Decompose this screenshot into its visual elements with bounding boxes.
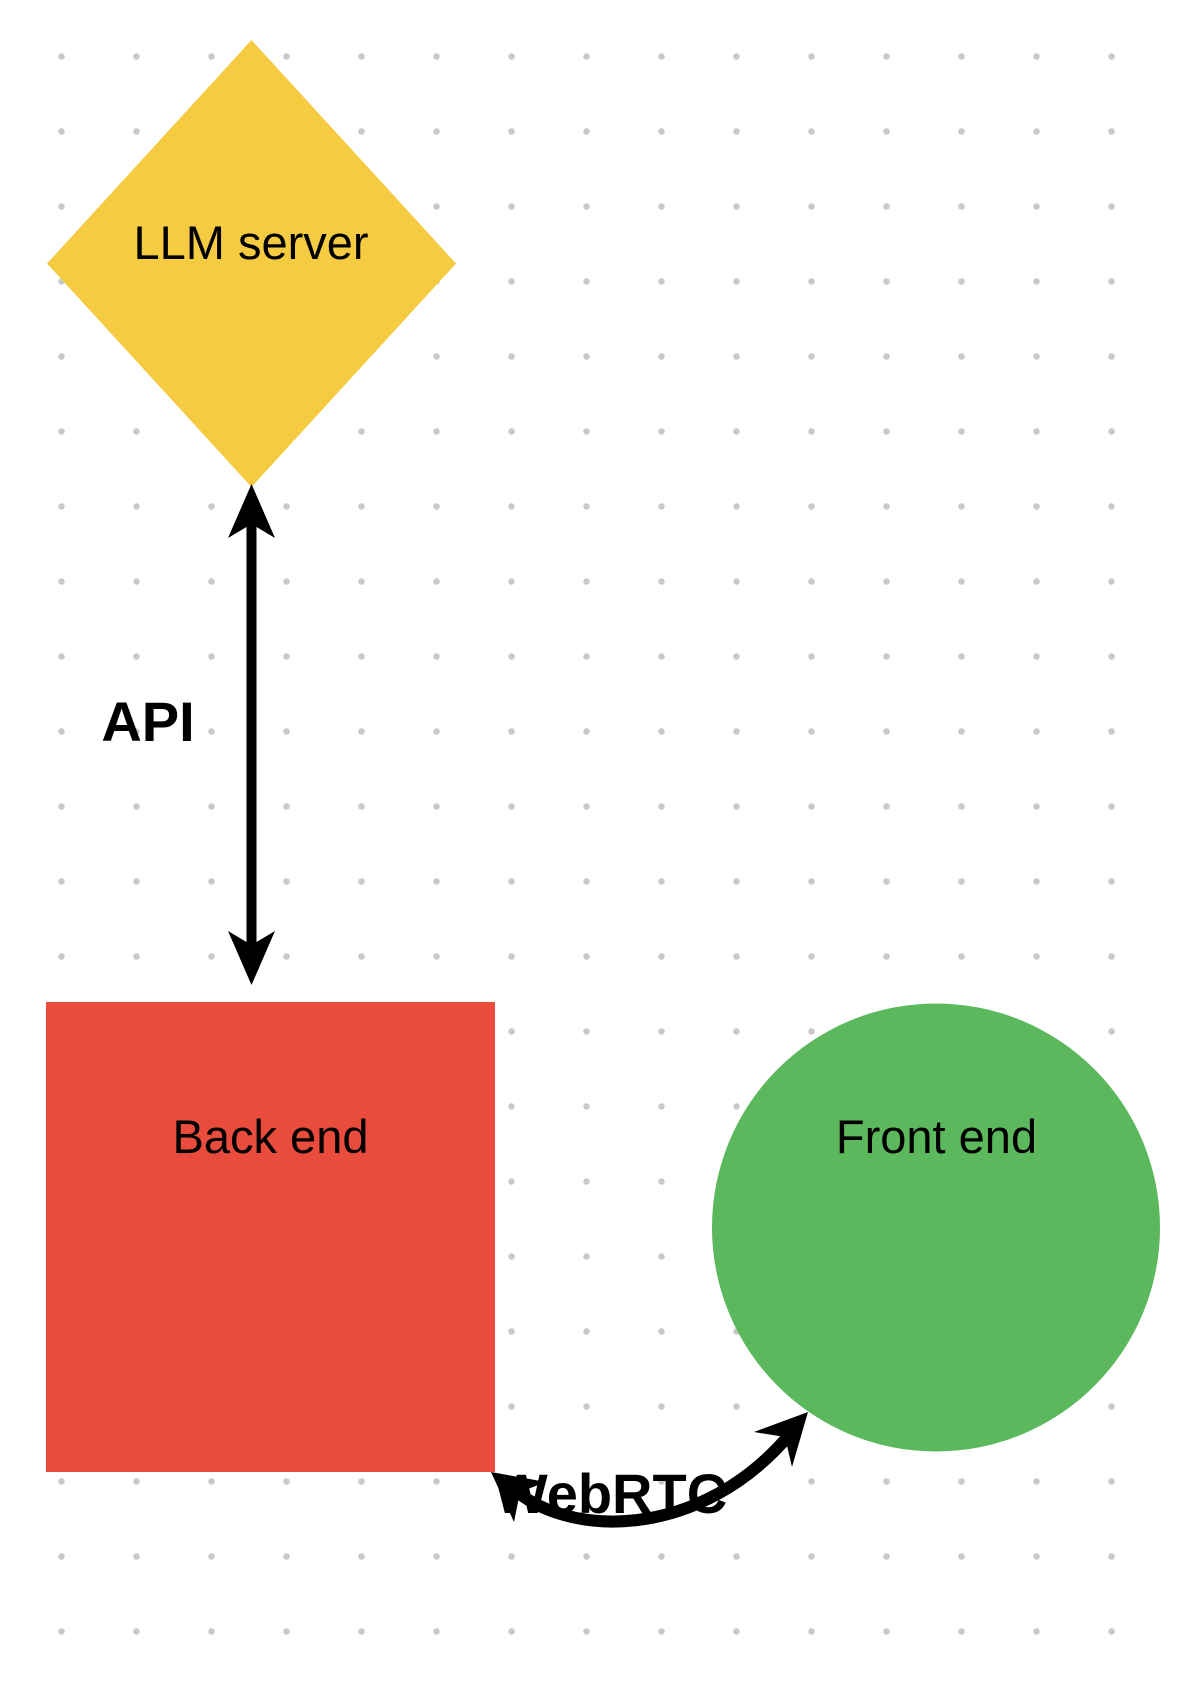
- edge-api-label: API: [101, 690, 195, 753]
- node-llm-server-shape[interactable]: [47, 40, 456, 487]
- node-back-end-shape[interactable]: [46, 1002, 495, 1472]
- node-front-end-shape[interactable]: [712, 1003, 1160, 1452]
- edge-api-arrow[interactable]: [228, 484, 275, 985]
- edge-webrtc-arrow[interactable]: [491, 1412, 808, 1528]
- edge-webrtc-label: WebRTC: [494, 1462, 728, 1525]
